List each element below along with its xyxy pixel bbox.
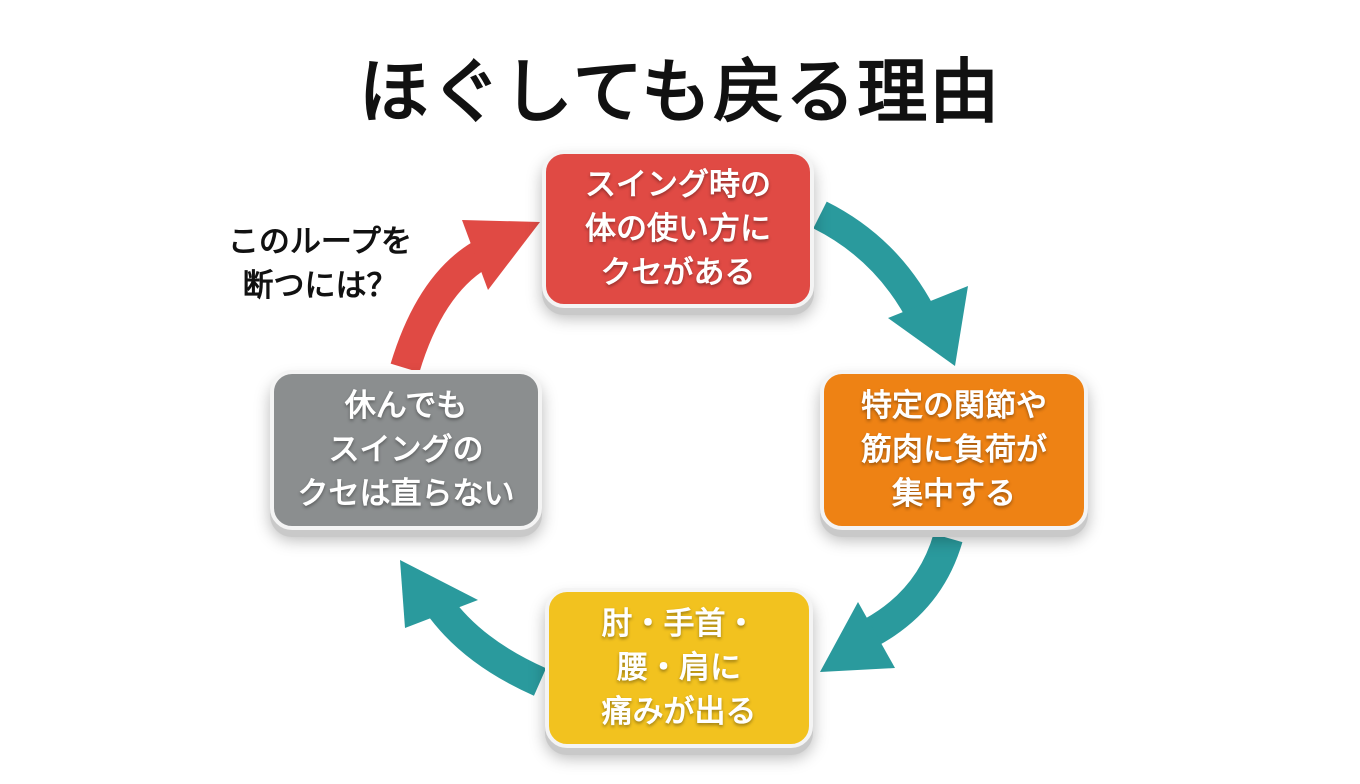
cycle-node-label: 肘・手首・ 腰・肩に 痛みが出る [601, 606, 757, 730]
cycle-node-rest-no-fix: 休んでも スイングの クセは直らない [270, 370, 542, 530]
cycle-node-pain: 肘・手首・ 腰・肩に 痛みが出る [545, 588, 813, 748]
cycle-node-label: スイング時の 体の使い方に クセがある [585, 167, 771, 291]
arrow-top-to-right [813, 201, 968, 366]
cycle-node-swing-habit: スイング時の 体の使い方に クセがある [542, 150, 814, 308]
cycle-node-label: 休んでも スイングの クセは直らない [297, 388, 515, 512]
cycle-node-label: 特定の関節や 筋肉に負荷が 集中する [861, 388, 1047, 512]
cycle-node-load-concentration: 特定の関節や 筋肉に負荷が 集中する [820, 370, 1088, 530]
arrow-bottom-to-left [400, 560, 547, 696]
arrow-right-to-bottom [820, 533, 963, 672]
loop-question: このループを 断つには？ [227, 224, 413, 304]
arrow-left-to-top [390, 220, 540, 373]
page-title: ほぐしても戻る理由 [358, 51, 1002, 133]
